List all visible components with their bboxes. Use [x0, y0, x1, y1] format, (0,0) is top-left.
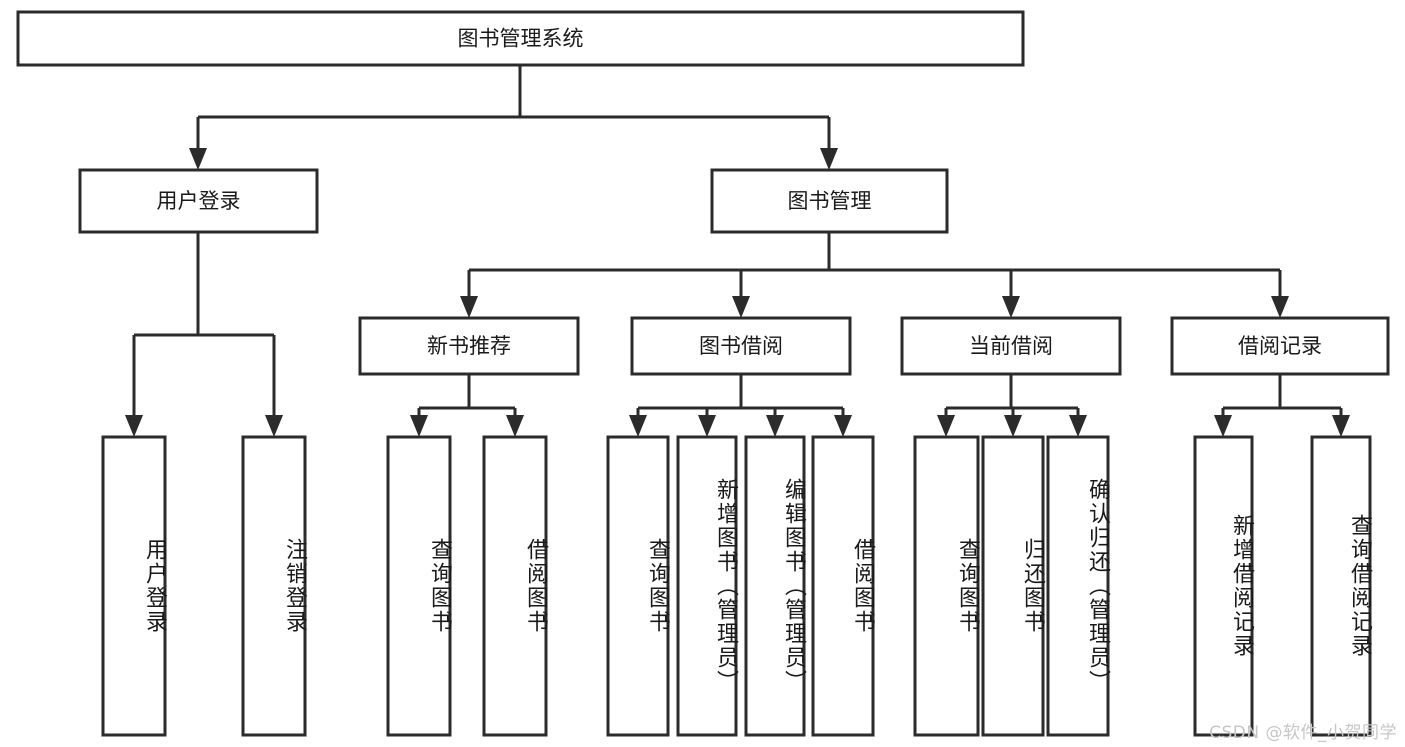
leaf-node-box-10[interactable] [1046, 435, 1110, 737]
level2-node-box-1[interactable] [710, 168, 949, 234]
leaf-node-label-1: 注销登录 [282, 538, 307, 634]
arrow-head-icon [1002, 296, 1020, 318]
leaf-node-label-7: 借阅图书 [850, 538, 875, 634]
node-box-layer [16, 10, 1390, 737]
csdn-watermark: CSDN @软件_小贺同学 [1209, 723, 1397, 743]
leaf-node-label-4: 查询图书 [645, 538, 670, 634]
leaf-node-label-3: 借阅图书 [523, 538, 548, 634]
arrow-head-icon [125, 415, 143, 437]
leaf-node-box-11[interactable] [1193, 435, 1254, 737]
leaf-node-label-10: 确认归还（管理员） [1085, 478, 1110, 694]
leaf-node-label-9: 归还图书 [1020, 538, 1045, 634]
leaf-node-label-11: 新增借阅记录 [1229, 514, 1254, 658]
leaf-node-label-5: 新增图书（管理员） [713, 478, 738, 694]
arrow-head-icon [1069, 415, 1087, 437]
level3-node-label-0: 新书推荐 [427, 334, 511, 358]
leaf-node-label-6: 编辑图书（管理员） [781, 478, 806, 694]
arrow-head-icon [410, 415, 428, 437]
leaf-node-box-8[interactable] [913, 435, 980, 737]
level3-node-box-2[interactable] [900, 316, 1122, 376]
leaf-node-label-12: 查询借阅记录 [1347, 514, 1372, 658]
level2-node-label-1: 图书管理 [788, 189, 872, 213]
leaf-node-box-1[interactable] [241, 435, 307, 737]
leaf-node-box-9[interactable] [981, 435, 1045, 737]
level2-node-box-0[interactable] [78, 168, 319, 234]
level3-node-box-3[interactable] [1170, 316, 1390, 376]
leaf-node-box-7[interactable] [811, 435, 875, 737]
arrow-head-icon [766, 415, 784, 437]
leaf-node-box-12[interactable] [1310, 435, 1372, 737]
arrow-head-icon [732, 296, 750, 318]
arrow-head-icon [629, 415, 647, 437]
leaf-node-box-2[interactable] [386, 435, 452, 737]
leaf-node-box-3[interactable] [482, 435, 548, 737]
leaf-node-label-8: 查询图书 [955, 538, 980, 634]
root-node-label: 图书管理系统 [458, 27, 584, 51]
arrow-head-icon [820, 148, 838, 170]
level3-node-label-2: 当前借阅 [969, 334, 1053, 358]
leaf-node-box-5[interactable] [676, 435, 738, 737]
leaf-node-box-6[interactable] [744, 435, 806, 737]
arrow-head-icon [1271, 296, 1289, 318]
leaf-node-box-4[interactable] [606, 435, 670, 737]
arrow-head-icon [834, 415, 852, 437]
leaf-node-box-0[interactable] [101, 435, 167, 737]
arrow-head-icon [460, 296, 478, 318]
level3-node-box-1[interactable] [630, 316, 852, 376]
level2-node-label-0: 用户登录 [157, 189, 241, 213]
leaf-node-label-0: 用户登录 [142, 538, 167, 634]
arrow-head-icon [1214, 415, 1232, 437]
level3-node-label-3: 借阅记录 [1238, 334, 1322, 358]
level3-node-label-1: 图书借阅 [699, 334, 783, 358]
leaf-node-label-2: 查询图书 [427, 538, 452, 634]
arrow-head-icon [698, 415, 716, 437]
arrow-head-icon [506, 415, 524, 437]
arrow-head-icon [937, 415, 955, 437]
level3-node-box-0[interactable] [358, 316, 580, 376]
arrow-head-icon [265, 415, 283, 437]
arrow-head-icon [1004, 415, 1022, 437]
root-node-box[interactable] [16, 10, 1025, 67]
connector-layer [125, 65, 1350, 437]
arrow-head-icon [189, 148, 207, 170]
arrow-head-icon [1332, 415, 1350, 437]
